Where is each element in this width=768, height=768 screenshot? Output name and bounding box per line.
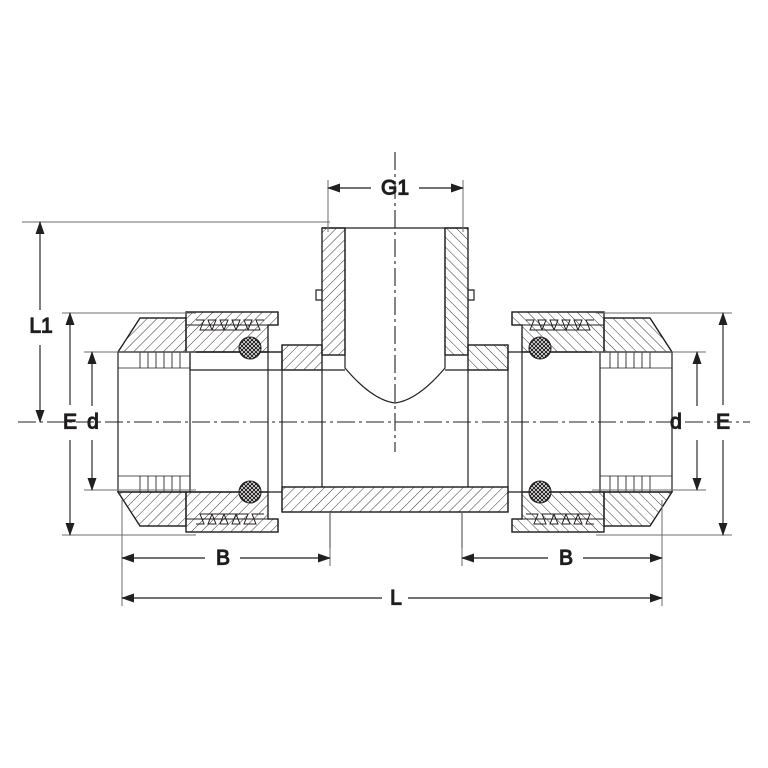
dimension-e-right: E: [715, 312, 731, 536]
dimension-label-e-right: E: [716, 411, 730, 434]
dimension-label-d-left: d: [87, 411, 99, 434]
right-union-assembly: [508, 311, 674, 533]
left-union-assembly: [116, 311, 283, 533]
dimension-label-g1: G1: [381, 177, 409, 200]
dimension-label-e-left: E: [63, 411, 77, 434]
dimension-label-l-total: L: [390, 587, 402, 610]
dimension-d-right: d: [670, 351, 702, 491]
dimension-label-b-left: B: [216, 547, 230, 570]
centerlines: [18, 152, 750, 452]
extension-lines: [22, 180, 732, 606]
dimension-d-left: d: [87, 351, 99, 491]
top-branch-socket: [315, 227, 475, 356]
dimension-b-right: B: [461, 546, 663, 570]
dimension-l1: L1: [29, 221, 53, 423]
dimension-l-total: L: [121, 586, 663, 610]
dimension-label-b-right: B: [559, 547, 573, 570]
dimension-g1: G1: [327, 176, 464, 200]
dimension-label-d-right: d: [670, 411, 682, 434]
tee-body: [281, 344, 509, 548]
dimension-label-l1: L1: [29, 315, 52, 338]
dimension-lines: G1 L1 E d d E: [29, 176, 731, 610]
dimension-e-left: E: [62, 312, 78, 536]
dimension-b-left: B: [121, 546, 331, 570]
